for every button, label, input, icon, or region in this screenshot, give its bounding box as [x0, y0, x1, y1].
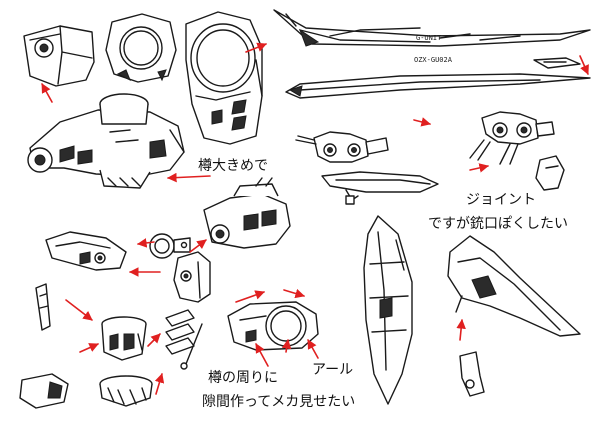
side-blade-part — [447, 235, 581, 337]
ring-part — [105, 13, 177, 83]
part-code-label: OZX-GU02A — [414, 56, 452, 64]
gap-ring-part — [227, 301, 319, 351]
curved-band-part — [45, 231, 127, 271]
small-housing-part — [173, 251, 211, 303]
long-blade-part — [273, 9, 591, 47]
barrel-housing-part — [185, 11, 263, 145]
g-unit-label: G-UNIT — [416, 34, 442, 42]
fin-pieces-part — [165, 309, 203, 370]
bolt-piece-part — [535, 155, 565, 191]
blade-ship-part — [363, 215, 413, 405]
small-joint-part — [459, 351, 485, 397]
barrel-cup-part — [101, 316, 147, 361]
striped-ring-part — [99, 375, 153, 407]
socket-ring-part — [149, 233, 191, 259]
note-joint-gun: ですが銃口ぽくしたい — [428, 216, 568, 232]
twin-gun-part — [295, 131, 389, 163]
big-barrel-part — [27, 93, 185, 189]
annotation-arrows — [41, 42, 589, 395]
note-arc: アール — [312, 362, 354, 378]
note-barrel-gap-line1: 樽の周りに — [208, 370, 278, 386]
note-joint: ジョイント — [466, 192, 536, 208]
thin-blade-part — [285, 73, 591, 99]
note-barrel-bigger: 樽大きめで — [198, 158, 268, 174]
strap-part — [35, 283, 51, 331]
bracket-part — [321, 171, 439, 205]
barrel-mechanism-part — [203, 177, 291, 249]
lens-part — [19, 373, 69, 409]
note-barrel-gap-line2: 隙間作ってメカ見せたい — [202, 394, 356, 410]
blade-tip-part — [533, 57, 581, 69]
joint-gun-part — [469, 111, 555, 165]
small-block-part — [23, 25, 95, 87]
